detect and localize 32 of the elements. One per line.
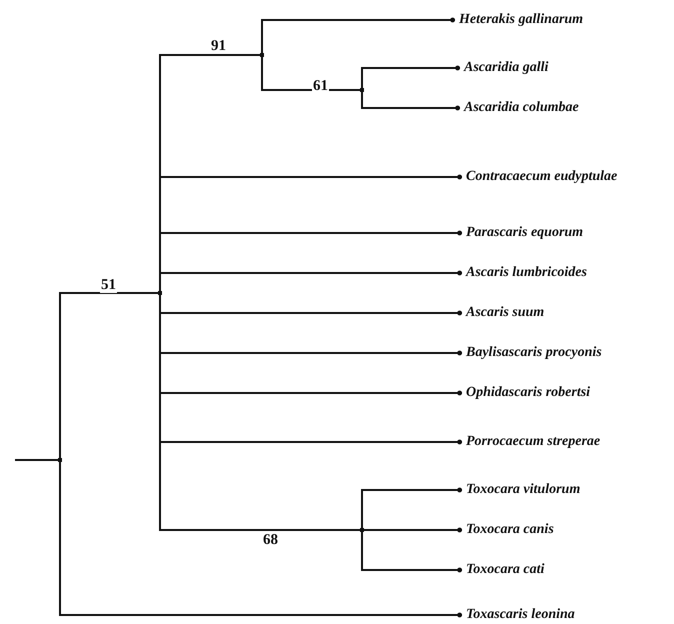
taxon-label: Ascaridia columbae: [460, 98, 579, 118]
branch-point: [360, 528, 364, 532]
branch-point: [360, 88, 364, 92]
branch-point: [158, 291, 162, 295]
taxon-label: Porrocaecum streperae: [462, 432, 600, 452]
taxon-label: Ascaridia galli: [460, 58, 548, 78]
tree-branch: [159, 270, 462, 293]
branch-point: [58, 458, 62, 462]
taxon-label: Ascaris lumbricoides: [462, 263, 587, 283]
taxon-label: Ophidascaris robertsi: [462, 383, 590, 403]
tree-branch: [361, 488, 462, 530]
tree-branch: [261, 55, 362, 91]
taxon-label: Toxocara vitulorum: [462, 480, 580, 500]
taxon-label: Ascaris suum: [462, 303, 544, 323]
taxon-label: Toxocara canis: [462, 520, 554, 540]
tree-branch: [361, 66, 460, 90]
tree-branch: [361, 530, 462, 572]
tree-branch: [59, 460, 462, 618]
taxon-label: Baylisascaris procyonis: [462, 343, 602, 363]
tree-branch: [59, 292, 160, 460]
edge-label: 61: [312, 78, 329, 94]
branch-point: [260, 53, 264, 57]
taxon-label: Contracaecum eudyptulae: [462, 167, 618, 187]
taxon-label: Toxascaris leonina: [462, 605, 575, 624]
edge-label: 51: [100, 277, 117, 293]
tree-branch: [361, 90, 460, 110]
taxon-label: Toxocara cati: [462, 560, 544, 580]
tree-branch: [261, 18, 455, 55]
taxon-label: Parascaris equorum: [462, 223, 584, 243]
tree-branch: [15, 459, 61, 461]
tree-branch: [361, 528, 462, 532]
taxon-label: Heterakis gallinarum: [455, 10, 584, 30]
